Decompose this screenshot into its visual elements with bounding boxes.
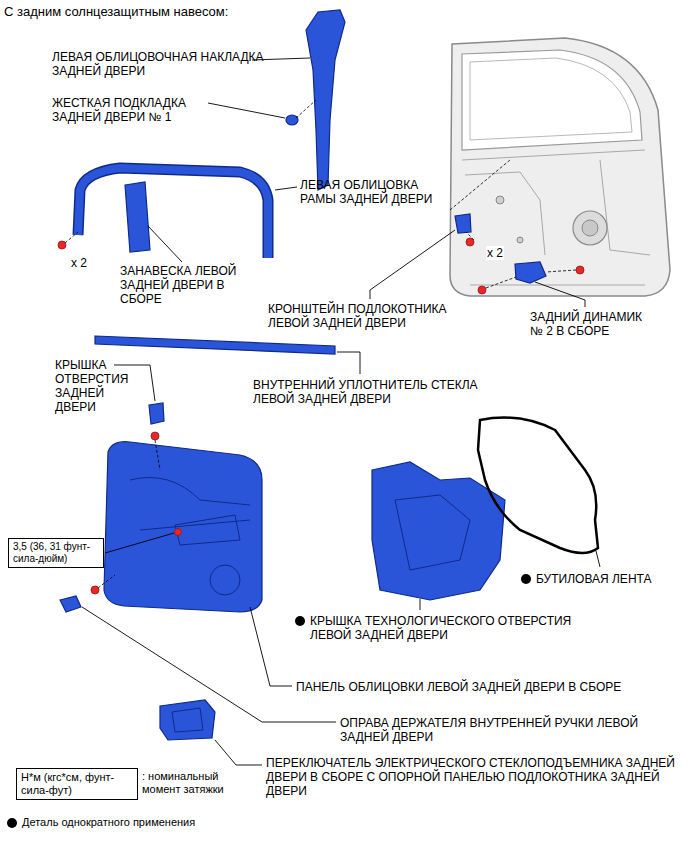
butyl-tape [478, 418, 598, 553]
part-label: БУТИЛОВАЯ ЛЕНТА [536, 572, 686, 586]
part-detail [130, 478, 250, 546]
clip-symbol [175, 529, 182, 536]
single-use-bullet [7, 818, 17, 828]
clip-symbol [478, 286, 486, 294]
blue-part [160, 700, 215, 740]
part-label: ЗАДНИЙ ДИНАМИК № 2 В СБОРЕ [530, 310, 658, 338]
torque-leader-line [105, 533, 174, 553]
part-detail [395, 495, 470, 570]
part-label: ЗАНАВЕСКА ЛЕВОЙ ЗАДНЕЙ ДВЕРИ В СБОРЕ [120, 264, 260, 306]
part-label: КРЫШКА ОТВЕРСТИЯ ЗАДНЕЙ ДВЕРИ [55, 358, 145, 414]
leader-line [337, 352, 360, 374]
part-label: ЛЕВАЯ ОБЛИЦОВКА РАМЫ ЗАДНЕЙ ДВЕРИ [300, 178, 435, 206]
leader-line [420, 599, 421, 610]
clip-symbol [576, 266, 584, 274]
door-frame-trim [78, 168, 268, 258]
blue-part [286, 115, 298, 125]
leader-line [82, 58, 600, 765]
legend-sample-box: Н*м (кгс*см, фунт-сила-фут) [16, 768, 138, 800]
quantity-label: x 2 [70, 256, 88, 270]
part-label: КРОНШТЕЙН ПОДЛОКОТНИКА ЛЕВОЙ ЗАДНЕЙ ДВЕР… [268, 302, 483, 330]
leader-line [596, 551, 600, 567]
leader-line [82, 607, 336, 722]
part-label: ПАНЕЛЬ ОБЛИЦОВКИ ЛЕВОЙ ЗАДНЕЙ ДВЕРИ В СБ… [296, 680, 686, 694]
dashed-assembly-line [65, 232, 78, 243]
part-detail [172, 708, 203, 732]
leader-line [208, 103, 285, 118]
part-label: КРЫШКА ТЕХНОЛОГИЧЕСКОГО ОТВЕРСТИЯ ЛЕВОЙ … [310, 614, 575, 642]
leader-line [535, 282, 585, 307]
door-illustration [462, 150, 650, 285]
clip-symbol [151, 432, 159, 440]
clip-symbol [91, 586, 99, 594]
dashed-assembly-line [155, 440, 160, 470]
part-detail [210, 565, 240, 595]
dashed-assembly-line [65, 100, 576, 588]
leader-line [275, 187, 297, 190]
blue-part [125, 182, 150, 252]
node-text: Н*м (кгс*см, фунт-сила-фут) [21, 771, 133, 797]
leader-line [215, 740, 262, 765]
clip-symbol [58, 241, 66, 249]
door-illustration [450, 38, 670, 296]
blue-part [149, 403, 164, 424]
single-use-bullet [295, 616, 305, 626]
door-frame-trim [78, 168, 268, 258]
butyl-tape [478, 418, 598, 553]
door-illustration [496, 196, 504, 204]
door-illustration [470, 58, 632, 140]
part-label: ОПРАВА ДЕРЖАТЕЛЯ ВНУТРЕННЕЙ РУЧКИ ЛЕВОЙ … [340, 716, 640, 744]
diagram-title: С задним солнцезащитным навесом: [4, 4, 228, 19]
blue-part [60, 596, 81, 612]
clip-symbol [58, 238, 584, 594]
leader-line [370, 230, 455, 299]
dashed-assembly-line [546, 270, 576, 272]
door-illustration [450, 38, 670, 296]
door-illustration [517, 237, 523, 243]
leader-line [250, 607, 292, 686]
blue-part [95, 336, 335, 354]
node-text: 3,5 (36, 31 фунт-сила-дюйм) [13, 541, 99, 565]
legend-text: Деталь однократного применения [22, 816, 282, 829]
dashed-assembly-line [98, 575, 115, 588]
part-label: ПЕРЕКЛЮЧАТЕЛЬ ЭЛЕКТРИЧЕСКОГО СТЕКЛОПОДЪЕ… [266, 756, 686, 798]
door-illustration [582, 220, 598, 236]
blue-part [515, 262, 546, 283]
single-use-bullet [521, 574, 531, 584]
door-frame-trim [78, 168, 268, 258]
dashed-assembly-line [486, 277, 516, 288]
torque-box: 3,5 (36, 31 фунт-сила-дюйм) [8, 538, 104, 568]
blue-part [455, 214, 471, 233]
part-label: ЖЕСТКАЯ ПОДКЛАДКА ЗАДНЕЙ ДВЕРИ № 1 [52, 96, 227, 124]
clip-symbol [466, 238, 474, 246]
leader-line [148, 226, 182, 262]
dashed-assembly-line [450, 160, 510, 210]
blue-part [306, 10, 345, 190]
quantity-label: x 2 [486, 246, 504, 260]
door-illustration [573, 211, 607, 245]
part-label: ВНУТРЕННИЙ УПЛОТНИТЕЛЬ СТЕКЛА ЛЕВОЙ ЗАДН… [253, 378, 488, 406]
part-label: ЛЕВАЯ ОБЛИЦОВОЧНАЯ НАКЛАДКА ЗАДНЕЙ ДВЕРИ [52, 50, 267, 78]
blue-part [104, 442, 262, 612]
legend-text: : номинальный момент затяжки [142, 770, 252, 796]
door-illustration [462, 50, 642, 150]
dashed-assembly-line [296, 100, 316, 118]
